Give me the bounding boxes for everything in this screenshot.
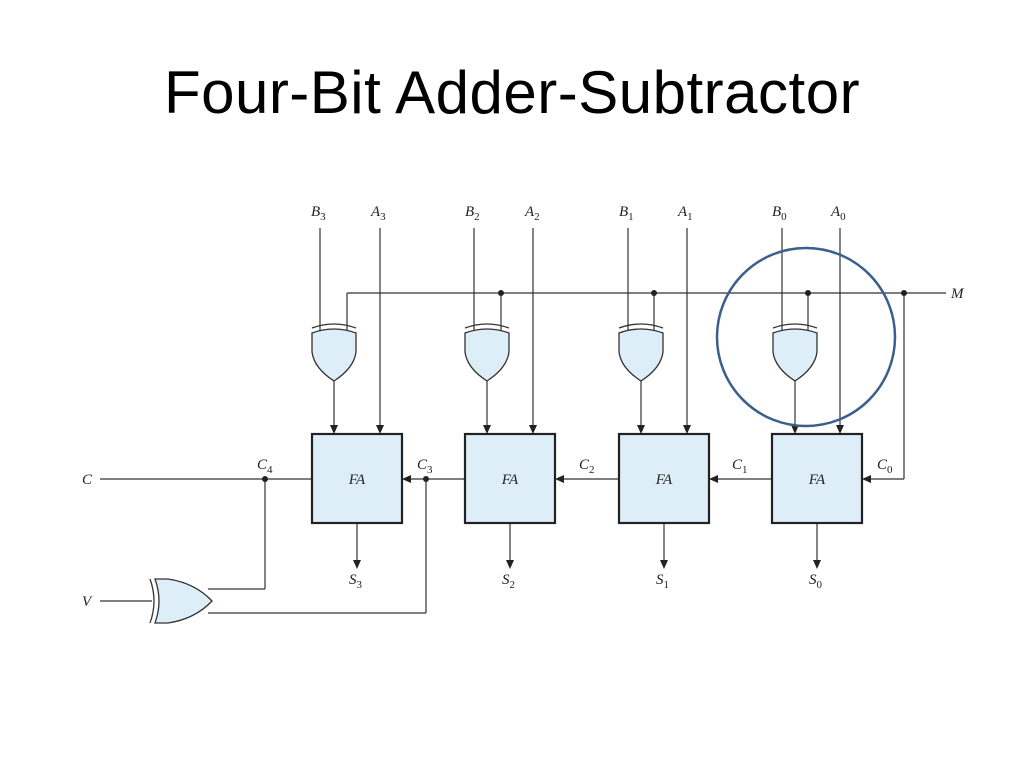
arrowhead [813, 560, 821, 569]
arrowhead [637, 425, 645, 434]
arrowhead [529, 425, 537, 434]
carry-label-c0: C0 [877, 457, 893, 476]
arrowhead [353, 560, 361, 569]
mode-label: M [950, 286, 965, 302]
slide-title: Four-Bit Adder-Subtractor [163, 59, 861, 126]
wires [100, 228, 946, 614]
full-adder-1 [617, 432, 711, 525]
full-adder-2 [463, 432, 557, 525]
arrowhead [709, 475, 718, 483]
input-label-b2: B2 [465, 204, 480, 223]
fa-label: FA [655, 472, 673, 488]
input-label-b3: B3 [311, 204, 326, 223]
arrowheads [330, 425, 871, 569]
sum-label-s3: S3 [349, 572, 363, 591]
arrowhead [555, 475, 564, 483]
arrowhead [330, 425, 338, 434]
arrowhead [683, 425, 691, 434]
xor-gate-2 [464, 323, 510, 382]
input-label-a0: A0 [830, 204, 846, 223]
arrowhead [791, 425, 799, 434]
carry-labels: C4 C3 C2 C1 C0 C V [82, 457, 893, 610]
carry-label-c1: C1 [732, 457, 748, 476]
input-label-a2: A2 [524, 204, 540, 223]
arrowhead [506, 560, 514, 569]
arrowhead [402, 475, 411, 483]
sum-label-s1: S1 [656, 572, 669, 591]
xor-gate-3 [311, 323, 357, 382]
carry-label-c3: C3 [417, 457, 433, 476]
junction-dot [498, 290, 504, 296]
sum-label-s2: S2 [502, 572, 515, 591]
input-label-b1: B1 [619, 204, 634, 223]
overflow-label: V [82, 594, 93, 610]
full-adder-blocks: FA FA FA FA [310, 432, 864, 525]
full-adder-0 [770, 432, 864, 525]
sum-label-s0: S0 [809, 572, 823, 591]
full-adder-3 [310, 432, 404, 525]
junction-dot [805, 290, 811, 296]
input-label-b0: B0 [772, 204, 787, 223]
arrowhead [376, 425, 384, 434]
junction-dot [423, 476, 429, 482]
xor-gate-1 [618, 323, 664, 382]
fa-label: FA [501, 472, 519, 488]
sum-labels: S3 S2 S1 S0 [349, 572, 823, 591]
arrowhead [836, 425, 844, 434]
overflow-xor-gate [149, 578, 213, 624]
input-label-a1: A1 [677, 204, 693, 223]
highlight-circle [715, 246, 897, 428]
fa-label: FA [348, 472, 366, 488]
carry-out-label: C [82, 472, 93, 488]
junction-dot [262, 476, 268, 482]
junction-dot [901, 290, 907, 296]
junction-dot [651, 290, 657, 296]
fa-label: FA [808, 472, 826, 488]
arrowhead [483, 425, 491, 434]
xor-gate-0 [772, 323, 818, 382]
input-label-a3: A3 [370, 204, 386, 223]
arrowhead [660, 560, 668, 569]
arrowhead [862, 475, 871, 483]
junction-dots [262, 290, 907, 482]
input-labels: B3 A3 B2 A2 B1 A1 B0 A0 M [311, 204, 965, 302]
carry-label-c4: C4 [257, 457, 273, 476]
carry-label-c2: C2 [579, 457, 595, 476]
